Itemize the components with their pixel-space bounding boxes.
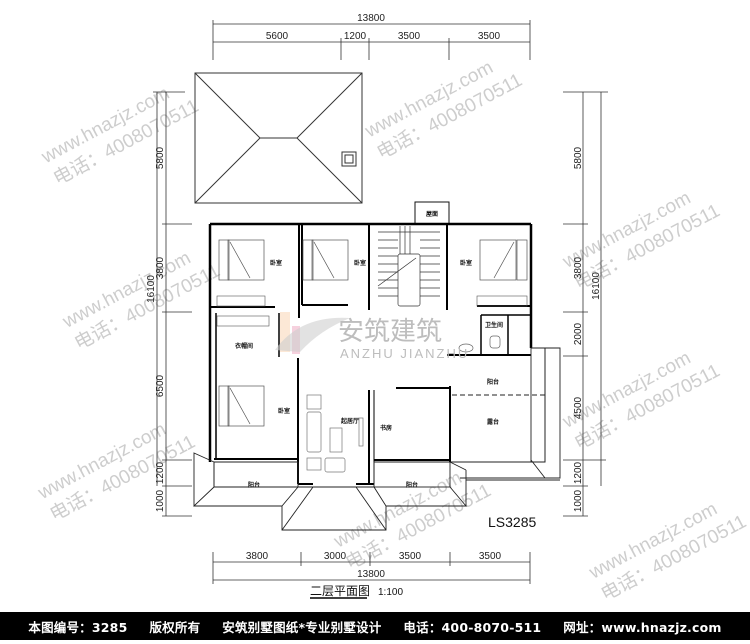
room-label-terrace: 露台 xyxy=(487,418,499,426)
dim-left-seg: 6500 xyxy=(155,374,166,397)
dim-left-total: 16100 xyxy=(146,275,157,303)
dim-right-seg: 3800 xyxy=(573,256,584,279)
dim-bottom-total: 13800 xyxy=(357,569,385,580)
roof-plan xyxy=(194,72,363,204)
dim-top-seg: 3500 xyxy=(398,31,421,42)
room-label-bedroom-2: 卧室 xyxy=(354,259,366,267)
dim-top-seg: 3500 xyxy=(478,31,501,42)
dim-top-seg: 5600 xyxy=(266,31,289,42)
room-label-roof-access: 屋面 xyxy=(426,210,438,218)
footer-phone: 电话：400-8070-511 xyxy=(403,619,542,635)
drawing-title: 二层平面图 xyxy=(310,584,370,598)
plan-code: LS3285 xyxy=(488,514,536,530)
dim-left-seg: 1000 xyxy=(155,489,166,512)
dim-left-seg: 1200 xyxy=(155,461,166,484)
wardrobe xyxy=(216,295,528,327)
bed-furniture xyxy=(218,239,528,427)
footer-rights: 版权所有 xyxy=(149,619,201,635)
bath-fixtures xyxy=(458,335,501,353)
footer-slogan: 安筑别墅图纸*专业别墅设计 xyxy=(222,619,382,635)
dim-right-total: 16100 xyxy=(591,272,602,300)
room-label-balcony: 阳台 xyxy=(487,378,499,386)
staircase xyxy=(377,226,440,307)
room-label-study: 书房 xyxy=(380,424,392,432)
dim-right-seg: 4500 xyxy=(573,396,584,419)
dim-bottom-seg: 3500 xyxy=(399,551,422,562)
top-dimensions xyxy=(212,20,531,60)
dim-bottom-seg: 3500 xyxy=(479,551,502,562)
room-label-bedroom-1: 卧室 xyxy=(270,259,282,267)
balcony-outlines xyxy=(193,347,561,531)
room-label-balcony-mid: 阳台 xyxy=(406,481,418,489)
left-dimensions xyxy=(153,91,192,517)
brand-watermark: 安筑建筑 ANZHU JIANZHU xyxy=(275,312,469,361)
footer-site[interactable]: 网址：www.hnazjz.com xyxy=(563,619,722,635)
dim-top-total: 13800 xyxy=(357,13,385,24)
room-label-living: 起居厅 xyxy=(340,417,359,425)
dim-right-seg: 1000 xyxy=(573,489,584,512)
right-dimensions xyxy=(563,91,608,517)
dim-right-seg: 1200 xyxy=(573,461,584,484)
dim-top-seg: 1200 xyxy=(344,31,367,42)
bottom-dimensions xyxy=(212,552,531,584)
dim-bottom-seg: 3000 xyxy=(324,551,347,562)
living-furniture xyxy=(306,394,364,473)
dim-right-seg: 5800 xyxy=(573,146,584,169)
room-label-closet: 衣帽间 xyxy=(235,342,253,350)
dim-left-seg: 5800 xyxy=(155,146,166,169)
brand-en: ANZHU JIANZHU xyxy=(340,346,469,361)
dim-right-seg: 2000 xyxy=(573,322,584,345)
dim-left-seg: 3800 xyxy=(155,256,166,279)
footer-bar: 本图编号：3285 版权所有 安筑别墅图纸*专业别墅设计 电话：400-8070… xyxy=(0,612,750,640)
dim-bottom-seg: 3800 xyxy=(246,551,269,562)
footer-plan-id: 本图编号：3285 xyxy=(28,619,128,635)
room-label-bedroom-3: 卧室 xyxy=(460,259,472,267)
room-label-bedroom-4: 卧室 xyxy=(278,407,290,415)
room-label-bathroom: 卫生间 xyxy=(485,321,503,329)
brand-cn: 安筑建筑 xyxy=(338,316,442,346)
room-label-balcony-left: 阳台 xyxy=(248,481,260,489)
drawing-scale: 1:100 xyxy=(378,587,403,598)
